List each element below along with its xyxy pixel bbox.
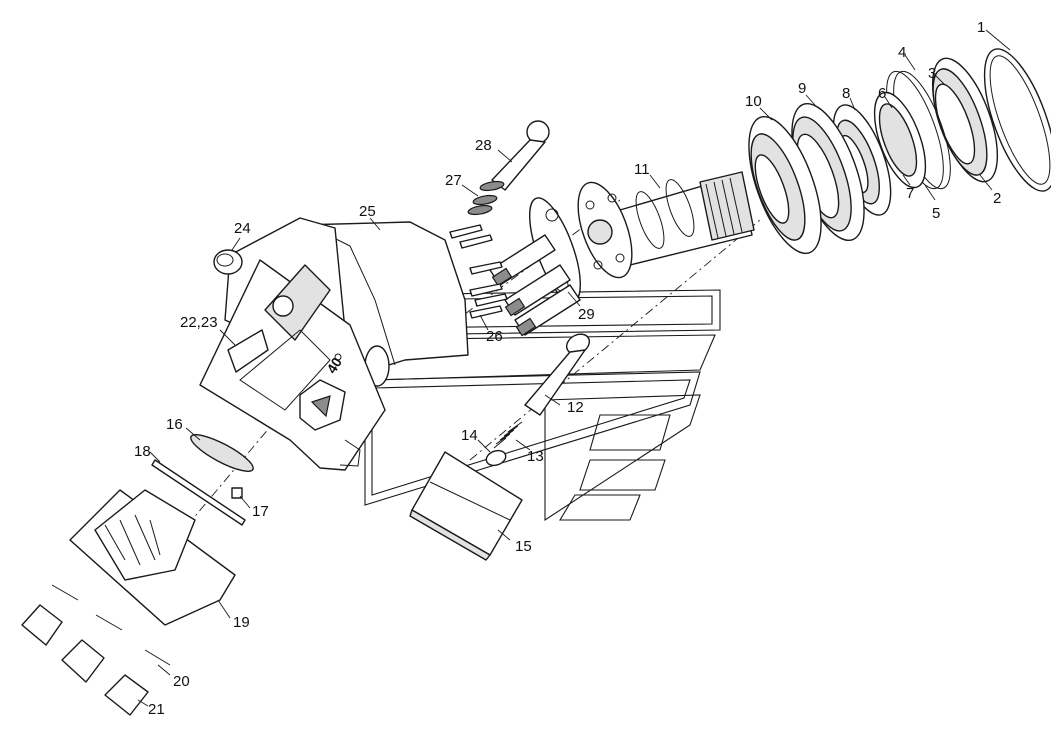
leader-lines [137, 29, 1011, 707]
callout-20: 20 [173, 673, 190, 690]
callout-3: 3 [928, 65, 936, 82]
part-ball-joint-28 [491, 120, 550, 191]
callout-13: 13 [527, 448, 544, 465]
callout-6: 6 [878, 85, 886, 102]
part-snap-ring-1 [983, 48, 1051, 192]
callout-26: 26 [486, 328, 503, 345]
callout-25: 25 [359, 203, 376, 220]
part-spring-13 [493, 421, 523, 449]
callout-7: 7 [906, 185, 914, 202]
callout-24: 24 [234, 220, 251, 237]
part-seal-carrier-3 [931, 57, 999, 183]
callout-10: 10 [745, 93, 762, 110]
part-port-plate-16 [190, 434, 254, 472]
part-bearing-10 [748, 115, 822, 255]
callout-11: 11 [634, 161, 650, 178]
part-spring-guide-12 [524, 333, 591, 416]
callout-29: 29 [578, 306, 595, 323]
callout-8: 8 [842, 85, 850, 102]
callout-21: 21 [148, 701, 165, 718]
callout-1: 1 [977, 19, 985, 36]
callout-14: 14 [461, 427, 478, 444]
housing-marking-40: 40 [323, 354, 345, 376]
part-plug-24 [213, 249, 243, 275]
callout-17: 17 [252, 503, 269, 520]
callout-16: 16 [166, 416, 183, 433]
part-dowel-17 [231, 487, 243, 499]
callout-12: 12 [567, 399, 584, 416]
part-rings-27 [467, 180, 505, 216]
callout-5: 5 [932, 205, 940, 222]
part-retaining-plate-29 [489, 197, 581, 337]
part-housing-25 [199, 217, 469, 471]
callout-22-23: 22,23 [180, 314, 218, 331]
callout-19: 19 [233, 614, 250, 631]
callout-9: 9 [798, 80, 806, 97]
part-pin-18 [151, 459, 246, 526]
part-bearing-9 [791, 102, 865, 242]
callout-28: 28 [475, 137, 492, 154]
part-valve-block-19 [69, 489, 236, 626]
callout-18: 18 [134, 443, 151, 460]
callout-27: 27 [445, 172, 462, 189]
part-washer-14 [485, 449, 507, 467]
callout-2: 2 [993, 190, 1001, 207]
callout-15: 15 [515, 538, 532, 555]
part-bearing-ring-6-7 [873, 91, 927, 189]
part-drive-shaft-11 [577, 171, 755, 279]
part-plugs-20-21 [21, 584, 171, 716]
part-cover-15 [409, 451, 523, 561]
part-screws-26 [449, 224, 508, 319]
callout-4: 4 [898, 44, 906, 61]
